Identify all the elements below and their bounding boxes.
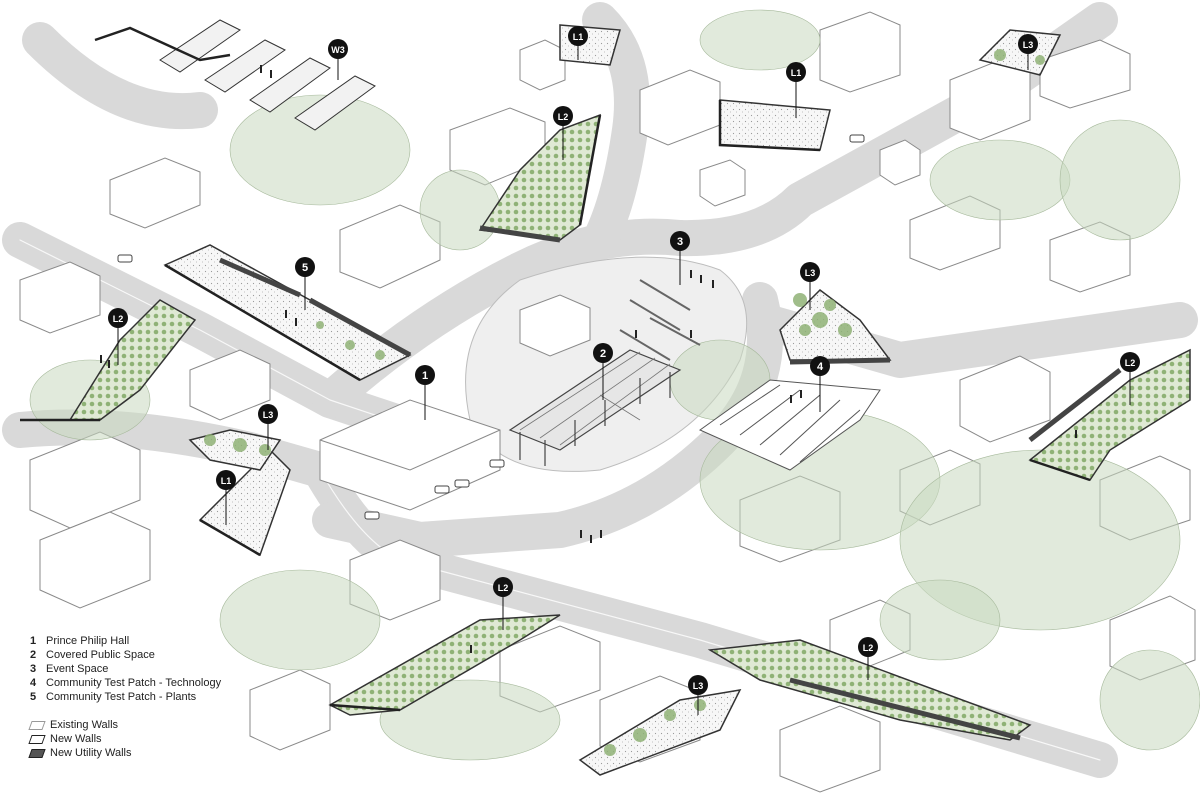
legend-number: 1: [30, 635, 37, 647]
people-and-cars: [100, 65, 1077, 653]
svg-text:L3: L3: [693, 681, 704, 691]
legend-wall-utility: New Utility Walls: [28, 746, 270, 760]
svg-text:L3: L3: [805, 268, 816, 278]
marker-l1-c[interactable]: L1: [216, 470, 236, 490]
legend-item: 5 Community Test Patch - Plants: [30, 690, 270, 704]
marker-l3-b[interactable]: L3: [800, 262, 820, 282]
crop-patch-south: [328, 614, 561, 716]
svg-text:2: 2: [600, 348, 606, 360]
legend-item: 3 Event Space: [30, 662, 270, 676]
svg-text:L2: L2: [558, 112, 569, 122]
event-space-benches: [619, 279, 701, 361]
legend-wall-label: New Utility Walls: [50, 747, 132, 759]
utility-walls: [218, 225, 1122, 741]
legend-label: Community Test Patch - Technology: [46, 677, 222, 689]
legend-wall-new: New Walls: [28, 732, 270, 746]
marker-l2-c[interactable]: L2: [1120, 352, 1140, 372]
road-northwest: [22, 22, 218, 130]
legend-label: Covered Public Space: [46, 649, 155, 661]
svg-text:L1: L1: [573, 32, 584, 42]
marker-5[interactable]: 5: [295, 257, 315, 277]
road-east-loop: [312, 282, 783, 558]
marker-l3-d[interactable]: L3: [688, 675, 708, 695]
marker-1[interactable]: 1: [415, 365, 435, 385]
svg-text:L1: L1: [791, 68, 802, 78]
legend-number: 2: [30, 649, 37, 661]
planting-accents: [204, 39, 1045, 756]
svg-text:4: 4: [817, 361, 824, 373]
legend-label: Community Test Patch - Plants: [46, 691, 197, 703]
bed-l1-top: [559, 24, 621, 66]
svg-text:5: 5: [302, 262, 308, 274]
legend-number: 5: [30, 691, 37, 703]
marker-leaders: [117, 45, 1131, 715]
greenhouses: [159, 19, 376, 131]
marker-l2-a[interactable]: L2: [553, 106, 573, 126]
svg-text:L3: L3: [263, 410, 274, 420]
marker-l1-b[interactable]: L1: [786, 62, 806, 82]
marker-l2-e[interactable]: L2: [858, 637, 878, 657]
marker-l3-a[interactable]: L3: [1018, 34, 1038, 54]
map-markers: 1 2 3 4 5 W3 L1 L1 L1 L2 L2 L2 L2 L2 L3 …: [108, 26, 1140, 695]
svg-text:L2: L2: [498, 583, 509, 593]
svg-text:L3: L3: [1023, 40, 1034, 50]
existing-wall-swatch: [28, 720, 46, 730]
crop-patch-southeast: [707, 639, 1032, 741]
legend-label: Prince Philip Hall: [46, 635, 130, 647]
marker-4[interactable]: 4: [810, 356, 830, 376]
technology-patch: [698, 379, 881, 471]
bed-l3-east: [779, 289, 892, 361]
marker-2[interactable]: 2: [593, 343, 613, 363]
marker-l3-c[interactable]: L3: [258, 404, 278, 424]
covered-public-space: [508, 349, 682, 466]
legend-item: 2 Covered Public Space: [30, 648, 270, 662]
marker-l2-d[interactable]: L2: [493, 577, 513, 597]
legend-label: Event Space: [46, 663, 109, 675]
legend-wall-label: Existing Walls: [50, 719, 119, 731]
map-legend: 1 Prince Philip Hall 2 Covered Public Spac…: [28, 634, 270, 760]
svg-text:3: 3: [677, 236, 683, 248]
utility-wall-swatch: [28, 748, 46, 758]
svg-text:1: 1: [422, 370, 428, 382]
legend-number: 4: [30, 677, 37, 689]
svg-text:L2: L2: [113, 314, 124, 324]
legend-wall-label: New Walls: [50, 733, 102, 745]
svg-text:L2: L2: [1125, 358, 1136, 368]
road-northeast: [662, 2, 1118, 257]
legend-item: 4 Community Test Patch - Technology: [30, 676, 270, 690]
existing-buildings: [19, 11, 1196, 793]
legend-wall-existing: Existing Walls: [28, 718, 270, 732]
bed-l3-south: [578, 689, 742, 776]
marker-3[interactable]: 3: [670, 231, 690, 251]
marker-l2-b[interactable]: L2: [108, 308, 128, 328]
marker-l1-a[interactable]: L1: [568, 26, 588, 46]
svg-text:L2: L2: [863, 643, 874, 653]
svg-text:W3: W3: [331, 45, 345, 55]
legend-item: 1 Prince Philip Hall: [30, 634, 270, 648]
marker-w3[interactable]: W3: [328, 39, 348, 59]
new-walls: [20, 26, 1091, 712]
svg-text:L1: L1: [221, 476, 232, 486]
road-north: [582, 2, 650, 258]
tree-clusters: [29, 9, 1200, 761]
new-wall-swatch: [28, 734, 46, 744]
legend-number: 3: [30, 663, 37, 675]
